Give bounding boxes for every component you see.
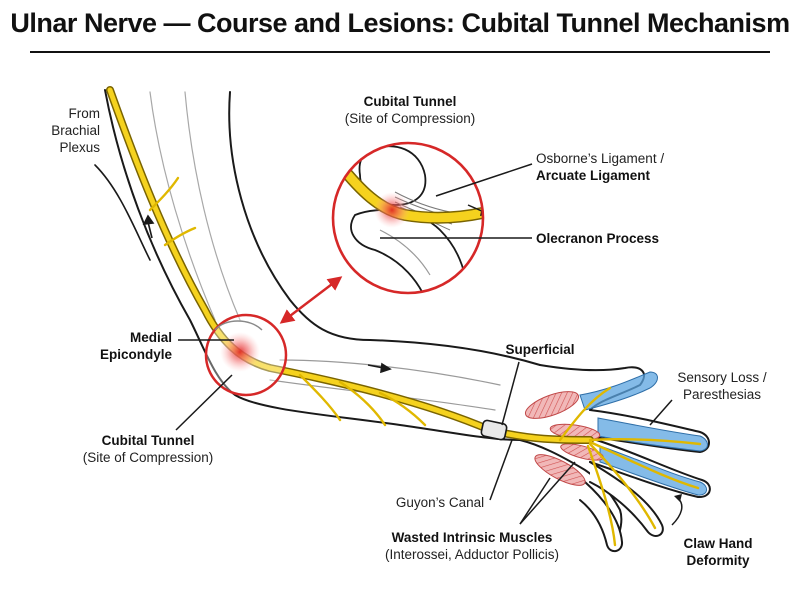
branch-forearm-3 [378, 391, 427, 427]
leader-guyon [489, 439, 513, 501]
label-medial-2: Epicondyle [100, 347, 173, 362]
leader-osborne [435, 163, 533, 197]
arm-outline [94, 89, 541, 441]
claw-arrow-head [674, 494, 682, 502]
nerve-branches [148, 176, 702, 547]
labels: From Brachial Plexus Cubital Tunnel (Sit… [51, 94, 767, 568]
label-olecranon: Olecranon Process [536, 231, 659, 246]
label-guyon: Guyon’s Canal [396, 495, 484, 510]
branch-forearm-1 [298, 373, 342, 422]
label-wasted-1: Wasted Intrinsic Muscles [392, 530, 553, 545]
zoom-arrow [279, 276, 343, 324]
nerve-main [107, 87, 593, 443]
branch-digit-middle [588, 440, 700, 490]
epicondyle-bone-contour [214, 320, 263, 331]
arm-upper-contour [228, 91, 541, 366]
sensory-zone-thumb [579, 371, 658, 411]
arrow-up-arm-line [147, 221, 153, 239]
branch-digit-ring [588, 442, 657, 530]
branch-forearm-2 [338, 380, 387, 427]
leader-sensory [649, 399, 673, 426]
leader-wasted-1 [519, 477, 551, 525]
label-medial-1: Medial [130, 330, 172, 345]
epicondyle-lesion [204, 313, 288, 397]
arrow-up-arm-head [142, 214, 155, 225]
label-cubital-subtitle: (Site of Compression) [83, 450, 214, 465]
ulnar-nerve [106, 86, 702, 547]
muscle-hypothenar [534, 454, 586, 486]
branch-upper-arm-1 [148, 176, 180, 212]
inset-ring [331, 141, 485, 295]
page-title: Ulnar Nerve — Course and Lesions: Cubita… [10, 8, 790, 38]
arrow-forearm-head [380, 362, 392, 374]
branch-upper-arm-2 [163, 226, 197, 247]
label-inset-title: Cubital Tunnel [364, 94, 457, 109]
label-sensory-2: Paresthesias [683, 387, 761, 402]
label-from-brachial-3: Plexus [59, 140, 100, 155]
forearm-bone-line-1 [279, 359, 501, 386]
nerve-direction-arrows [142, 214, 392, 374]
label-from-brachial-2: Brachial [51, 123, 100, 138]
label-from-brachial-1: From [69, 106, 101, 121]
inset-cubital-tunnel [331, 141, 485, 295]
lesion-glow [220, 332, 260, 372]
title-rule [30, 51, 770, 53]
branch-thumb [558, 386, 612, 442]
upper-arm-crease [94, 164, 151, 261]
leader-wasted-2 [519, 461, 576, 525]
label-osborne-1: Osborne’s Ligament / [536, 151, 664, 166]
muscle-thenar [524, 391, 580, 419]
branch-digit-index [588, 438, 702, 446]
leader-superficial [501, 361, 520, 426]
label-claw-2: Deformity [686, 553, 750, 568]
label-sensory-1: Sensory Loss / [677, 370, 767, 385]
inset-content [334, 145, 483, 293]
branch-digit-little [586, 444, 617, 547]
leader-claw [671, 497, 683, 526]
label-inset-subtitle: (Site of Compression) [345, 111, 476, 126]
humerus-line-1 [149, 91, 216, 321]
label-cubital-title: Cubital Tunnel [102, 433, 195, 448]
inset-lesion-glow [374, 192, 410, 228]
leader-cubital-tunnel [175, 374, 233, 431]
label-wasted-2: (Interossei, Adductor Pollicis) [385, 547, 559, 562]
label-osborne-2: Arcuate Ligament [536, 168, 651, 183]
humerus-line-2 [184, 91, 241, 321]
label-claw-1: Claw Hand [683, 536, 752, 551]
label-superficial: Superficial [505, 342, 574, 357]
leader-lines [175, 163, 683, 526]
inset-bone-shading [379, 229, 431, 276]
guyons-canal-tube [480, 419, 508, 441]
